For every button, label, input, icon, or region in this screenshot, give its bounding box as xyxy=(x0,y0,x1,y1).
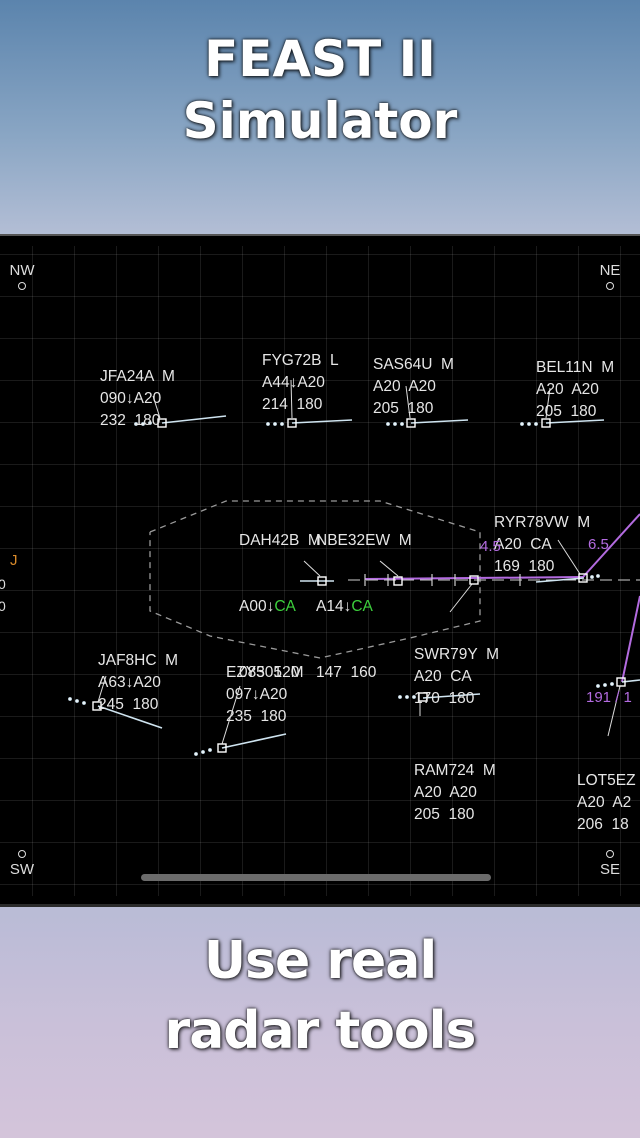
datablock-dah42b[interactable]: DAH42B M A00↓CA 083 120 xyxy=(239,532,321,681)
compass-ne: NE xyxy=(590,262,630,290)
radar-overlay xyxy=(68,379,640,756)
ca-alert: CA xyxy=(351,598,373,615)
compass-nw: NW xyxy=(2,262,42,290)
target-sas64u xyxy=(386,385,469,428)
target-lot5ez xyxy=(596,677,640,737)
edge-label-b: 0 xyxy=(0,598,6,614)
measure-line-2 xyxy=(582,513,640,578)
target-fyg72b xyxy=(266,379,353,428)
home-indicator[interactable] xyxy=(141,874,491,881)
target-swr79y xyxy=(449,575,479,613)
tagline-line1: Use real xyxy=(203,931,437,991)
target-ezy505 xyxy=(194,685,287,756)
compass-se: SE xyxy=(590,850,630,878)
distance-label-1: 4.5 xyxy=(480,538,501,555)
target-ram724 xyxy=(398,692,481,716)
conflict-box xyxy=(149,500,481,659)
distance-label-2: 6.5 xyxy=(588,536,609,553)
headline-line1: FEAST II xyxy=(204,30,436,88)
target-bel11n xyxy=(520,387,605,428)
headline-line2: Simulator xyxy=(182,92,458,150)
target-jaf8hc xyxy=(68,675,163,729)
measure-line-3 xyxy=(621,595,640,683)
target-dah42b xyxy=(300,560,334,586)
edge-label-j: J xyxy=(10,552,18,569)
datablock-nbe32ew[interactable]: NBE32EW M A14↓CA 147 160 xyxy=(316,532,412,681)
edge-label-a: 0 xyxy=(0,576,6,592)
target-nbe32ew xyxy=(379,560,403,586)
headline: FEAST II Simulator xyxy=(0,28,640,152)
tagline: Use real radar tools xyxy=(0,926,640,1066)
bottom-background xyxy=(0,900,640,1138)
compass-sw: SW xyxy=(2,850,42,878)
target-jfa24a xyxy=(134,395,227,428)
speed-edge-label: 191 / 1 xyxy=(586,689,632,706)
target-ryr78vw xyxy=(535,539,600,583)
tagline-line2: radar tools xyxy=(164,1001,477,1061)
ca-alert: CA xyxy=(274,598,296,615)
